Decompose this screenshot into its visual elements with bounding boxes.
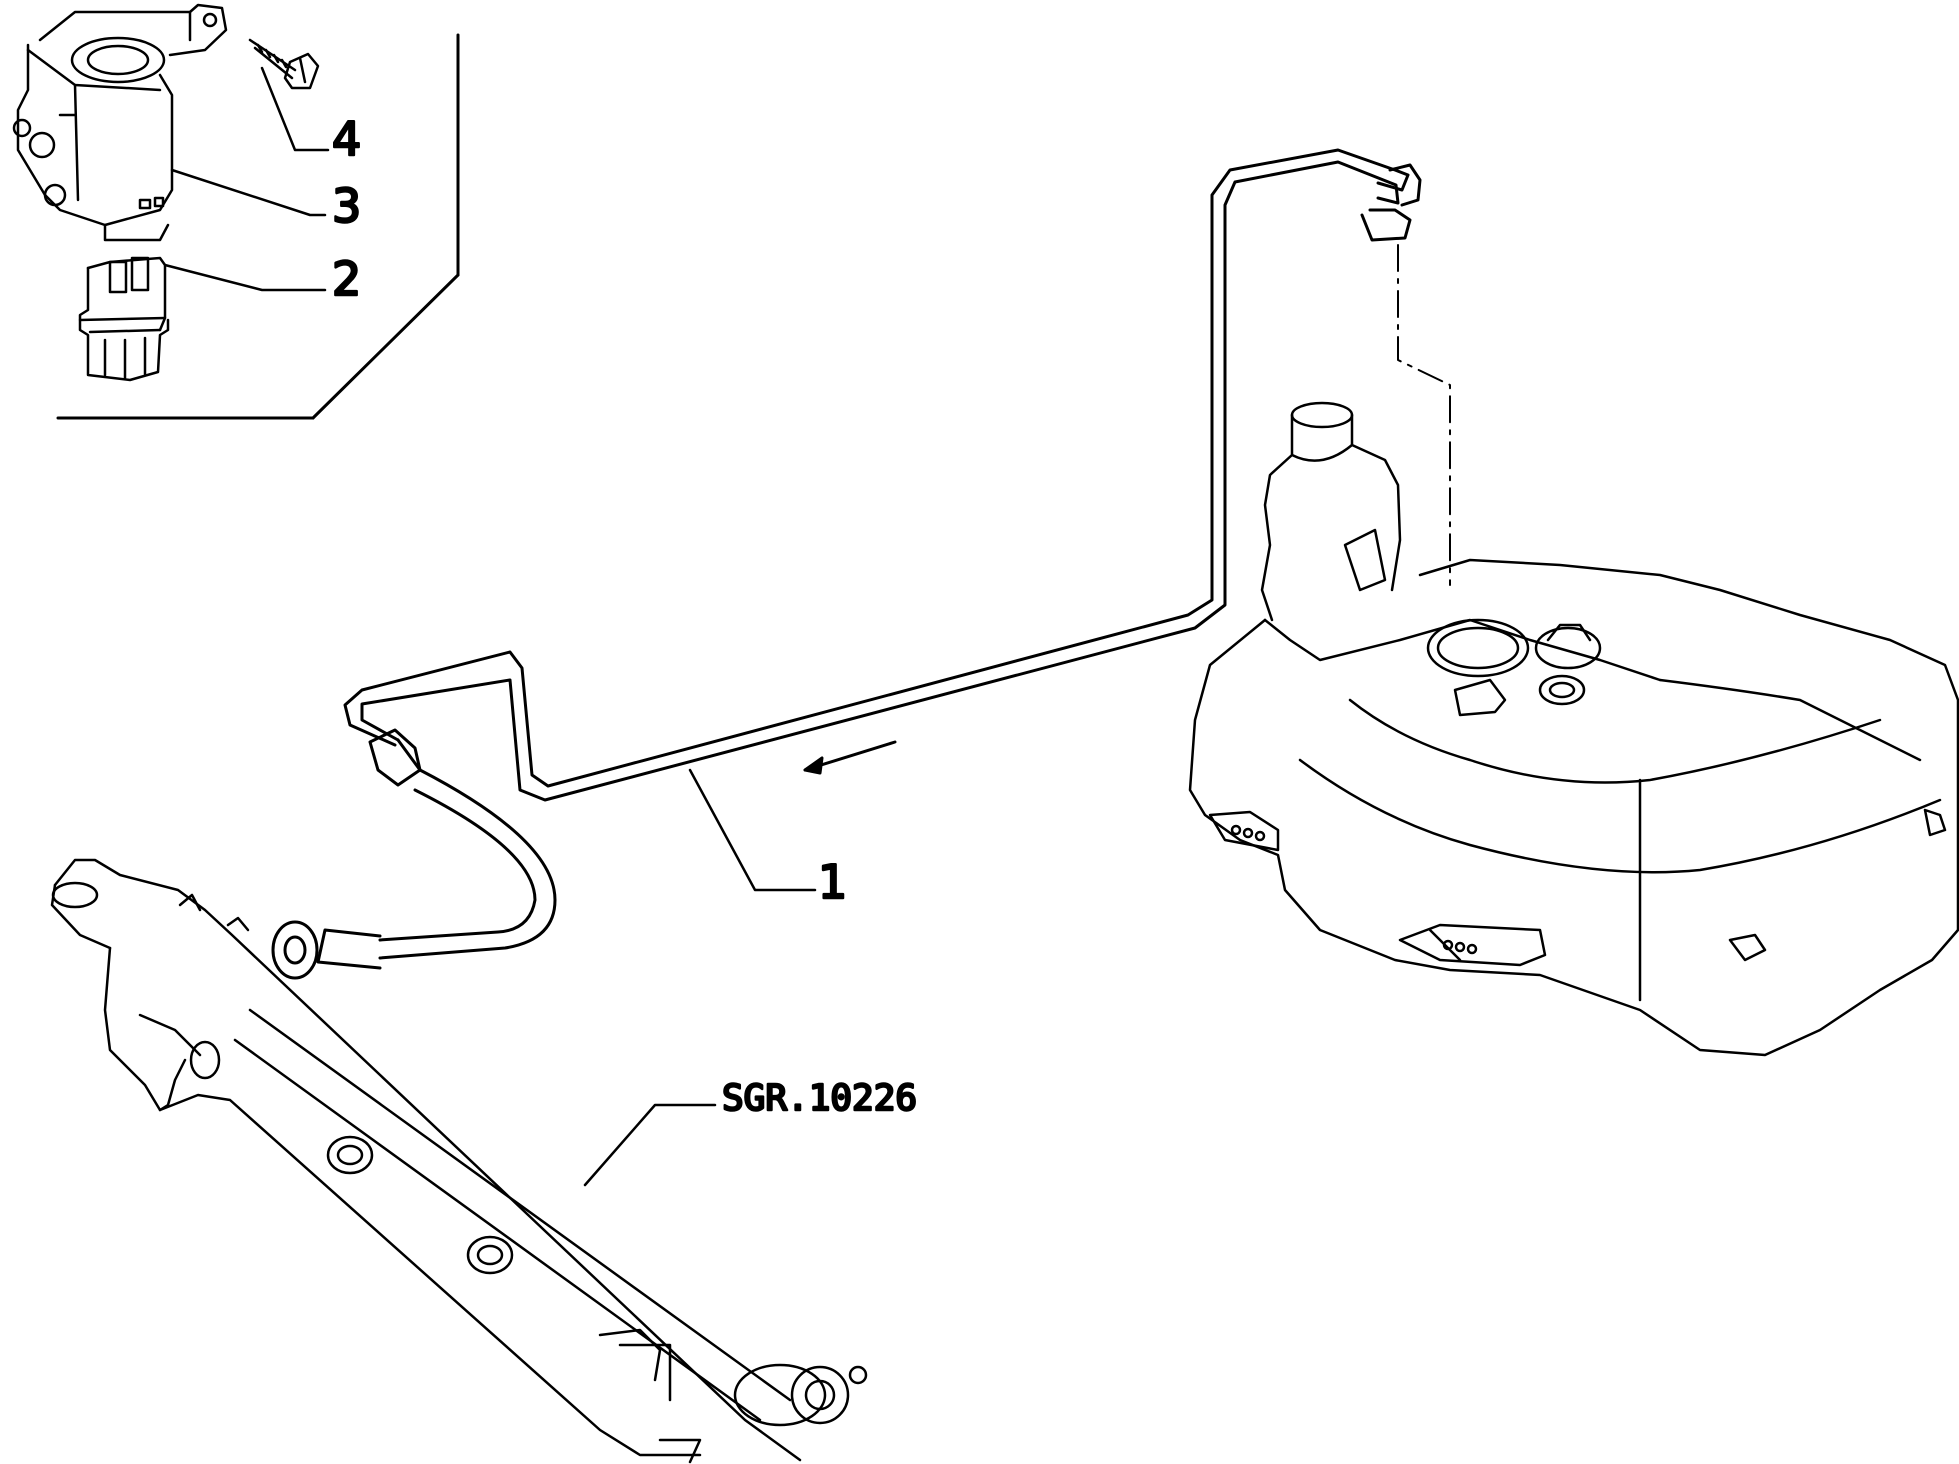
part-3-sensor-body xyxy=(12,3,228,242)
fuel-tank xyxy=(1188,401,1959,1057)
callout-leaders xyxy=(163,66,817,1187)
fuel-rail-assembly xyxy=(50,858,868,1464)
part-2-connector xyxy=(78,256,170,382)
callout-part-4: 4 xyxy=(332,112,361,166)
callout-part-2: 2 xyxy=(332,252,361,306)
part-4-bolt xyxy=(248,38,320,90)
callout-part-1: 1 xyxy=(818,855,847,909)
reference-code-label: SGR.10226 xyxy=(722,1078,917,1119)
part-1-fuel-pipe xyxy=(271,148,1422,980)
inset-frame xyxy=(56,33,460,420)
assembly-center-line xyxy=(1397,244,1451,586)
flow-direction-arrow xyxy=(803,740,897,775)
callout-part-3: 3 xyxy=(332,179,361,233)
